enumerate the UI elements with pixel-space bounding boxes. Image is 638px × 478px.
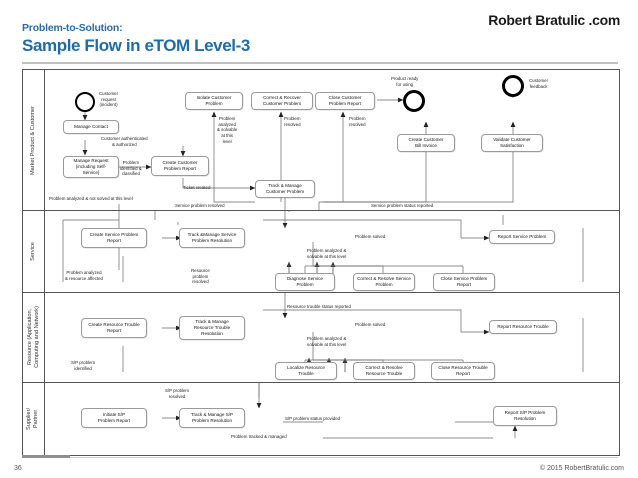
- lane-separator-3: [23, 382, 619, 383]
- lane-label-resource-text: Resource (Application,Computing and Netw…: [26, 306, 40, 368]
- lane-separator-1: [23, 210, 619, 211]
- flow-label-problem-tracked-managed: Problem tracked & managed: [231, 434, 287, 439]
- lane-label-service: Service: [23, 210, 44, 292]
- etom-flow-diagram: Market Product & Customer Service Resour…: [22, 69, 620, 456]
- page-title: Sample Flow in eTOM Level-3: [22, 36, 250, 55]
- lane-separator-2: [23, 292, 619, 293]
- brand-logo: Robert Bratulic .com: [488, 12, 620, 28]
- flow-label-problem-solved-service: Problem solved: [355, 234, 386, 239]
- footer-divider: [22, 457, 618, 458]
- task-report-resource-trouble[interactable]: Report Resource Trouble: [489, 320, 557, 334]
- task-manage-contact[interactable]: Manage Contact: [63, 120, 119, 134]
- flow-label-problem-analyzed-not-solved: Problem analyzed & not solved at this le…: [49, 196, 133, 201]
- lane-label-supplier-text: Supplier/Partner: [26, 407, 40, 430]
- header-divider: [22, 62, 618, 64]
- task-manage-request[interactable]: Manage Request(including Self-Service): [63, 156, 119, 178]
- footer-accent-tab: [22, 455, 70, 458]
- slide-kicker: Problem-to-Solution:: [22, 22, 123, 34]
- flow-label-ticket-created: Ticket created: [183, 185, 211, 190]
- start-event-customer-request[interactable]: [75, 92, 95, 112]
- lane-label-market: Market Product & Customer: [23, 70, 44, 210]
- copyright-notice: © 2015 RobertBratulic.com: [539, 465, 624, 472]
- flow-label-resource-trouble-status-reported: Resource trouble status reported: [287, 304, 351, 309]
- flow-label-sp-problem-status-provided: S/P problem status provided: [285, 416, 341, 421]
- end-event-product-ready[interactable]: [403, 90, 425, 112]
- flow-label-problem-solved-resource: Problem solved: [355, 322, 386, 327]
- lane-label-market-text: Market Product & Customer: [30, 105, 37, 175]
- flow-label-problem-analyzed-solvable-service: Problem analyzed &solvable at this level: [307, 248, 347, 259]
- flow-label-service-problem-resolved: Service problem resolved: [175, 203, 225, 208]
- lane-label-supplier: Supplier/Partner: [23, 382, 44, 455]
- connector-layer: [62, 84, 584, 439]
- flow-label-problem-analyzed-solvable-resource: Problem analyzed &solvable at this level: [307, 336, 347, 347]
- flow-label-customer-authenticated: Customer authenticated& authorized: [101, 136, 148, 147]
- lane-label-divider: [44, 70, 45, 455]
- lane-label-service-text: Service: [30, 241, 37, 261]
- lane-label-resource: Resource (Application,Computing and Netw…: [23, 292, 44, 382]
- page-number: 36: [14, 465, 22, 472]
- flow-label-problem-analyzed-resource-affected: Problem analyzed& resource affected: [65, 270, 103, 281]
- task-report-service-problem[interactable]: Report Service Problem: [489, 230, 555, 244]
- flow-label-service-problem-status-reported: Service problem status reported: [371, 203, 434, 208]
- end-event-customer-feedback[interactable]: [502, 75, 524, 97]
